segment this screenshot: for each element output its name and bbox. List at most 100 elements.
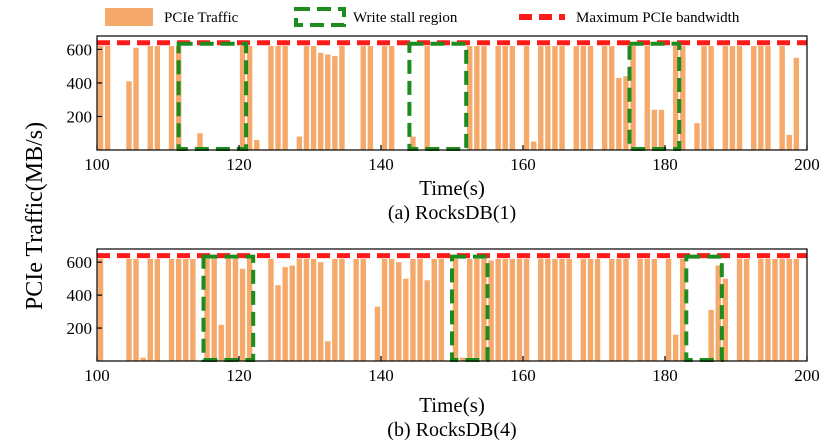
stall-region-a-2 [407,41,469,152]
x-tick-label-b-180: 180 [652,366,678,385]
bar-a-152 [467,46,473,150]
legend: PCIe Traffic Write stall region Maximum … [105,7,740,27]
bar-b-153 [474,258,480,361]
bar-a-173 [616,77,622,150]
bar-b-155 [488,260,494,361]
bar-b-177 [644,258,650,361]
bar-a-198 [793,57,800,151]
bar-b-178 [651,258,658,361]
bar-a-140 [381,46,388,150]
bar-b-165 [559,258,565,361]
bar-b-133 [332,258,338,361]
bar-b-157 [502,258,508,361]
bar-b-124 [268,258,274,361]
bar-b-108 [154,258,161,361]
bar-a-111 [175,46,182,150]
y-tick-label-a-200: 200 [67,107,93,126]
bar-b-113 [190,258,196,361]
x-tick-label-b-100: 100 [84,366,110,385]
legend-traffic-swatch [105,8,153,26]
bar-a-108 [154,46,161,150]
y-tick-label-b-400: 400 [67,286,93,305]
bar-a-128 [296,136,303,150]
bar-b-182 [680,258,686,361]
bar-a-144 [410,136,416,150]
bar-a-105 [133,47,139,151]
bar-b-100 [97,258,104,361]
bar-a-125 [275,46,281,150]
bar-a-156 [495,46,501,150]
bar-b-116 [211,258,217,361]
bar-a-192 [751,46,757,150]
bar-a-197 [786,134,792,150]
bar-b-107 [147,258,153,361]
x-tick-label-b-160: 160 [510,366,536,385]
x-tick-label-a-180: 180 [652,155,678,174]
bar-a-167 [573,46,579,150]
bar-b-168 [580,258,587,361]
legend-max-bw-label: Maximum PCIe bandwidth [576,10,740,26]
bar-b-166 [566,258,572,361]
bar-a-188 [722,46,729,150]
bar-b-174 [623,258,629,361]
panel-a-xlabel: Time(s) [419,176,485,200]
bar-a-146 [424,46,430,150]
bar-b-134 [339,258,345,361]
y-axis-label: PCIe Traffic(MB/s) [22,122,48,310]
bar-a-133 [332,56,338,150]
bar-a-184 [694,123,700,150]
bar-b-142 [396,262,402,361]
bar-b-181 [672,334,679,361]
bar-b-137 [360,258,366,361]
bar-a-126 [282,46,288,150]
bar-b-129 [303,258,310,361]
stall-region-b-2 [450,254,490,362]
bar-a-120 [239,46,246,150]
bar-a-193 [758,46,764,150]
bar-a-110 [168,46,175,150]
bar-b-163 [545,258,551,361]
legend-traffic-label: PCIe Traffic [164,10,239,26]
x-tick-label-b-200: 200 [794,366,820,385]
bar-b-193 [758,258,764,361]
bar-b-147 [431,258,437,361]
bar-a-114 [197,133,203,150]
bar-a-181 [672,46,679,150]
bar-b-148 [438,258,445,361]
x-tick-label-a-120: 120 [226,155,252,174]
bar-b-125 [275,285,281,361]
bar-b-132 [325,341,331,361]
bar-b-141 [388,258,395,361]
stall-region-b-1 [201,254,256,362]
bar-b-150 [452,258,459,361]
bar-a-179 [658,109,665,150]
bar-a-189 [729,46,736,150]
bar-b-196 [779,258,785,361]
stall-region-a-1 [176,41,249,152]
bar-b-162 [538,258,544,361]
bar-b-143 [403,278,409,361]
bar-b-127 [289,265,295,361]
bar-a-196 [779,46,785,150]
bar-a-177 [644,46,650,150]
bar-b-139 [374,306,381,361]
bar-a-185 [701,46,707,150]
bar-b-176 [637,258,643,361]
bar-a-174 [623,76,629,150]
bar-a-163 [545,46,551,150]
bar-a-131 [317,52,324,150]
bar-b-180 [665,258,672,361]
bar-b-120 [239,268,246,361]
bar-b-191 [743,258,750,361]
bar-b-197 [786,258,792,361]
bar-b-152 [467,258,473,361]
bar-b-173 [616,258,622,361]
y-tick-label-a-600: 600 [67,40,93,59]
bar-b-105 [133,258,139,361]
bar-a-157 [502,46,508,150]
bar-b-198 [793,258,800,361]
bar-a-137 [360,46,366,150]
bar-b-156 [495,258,501,361]
